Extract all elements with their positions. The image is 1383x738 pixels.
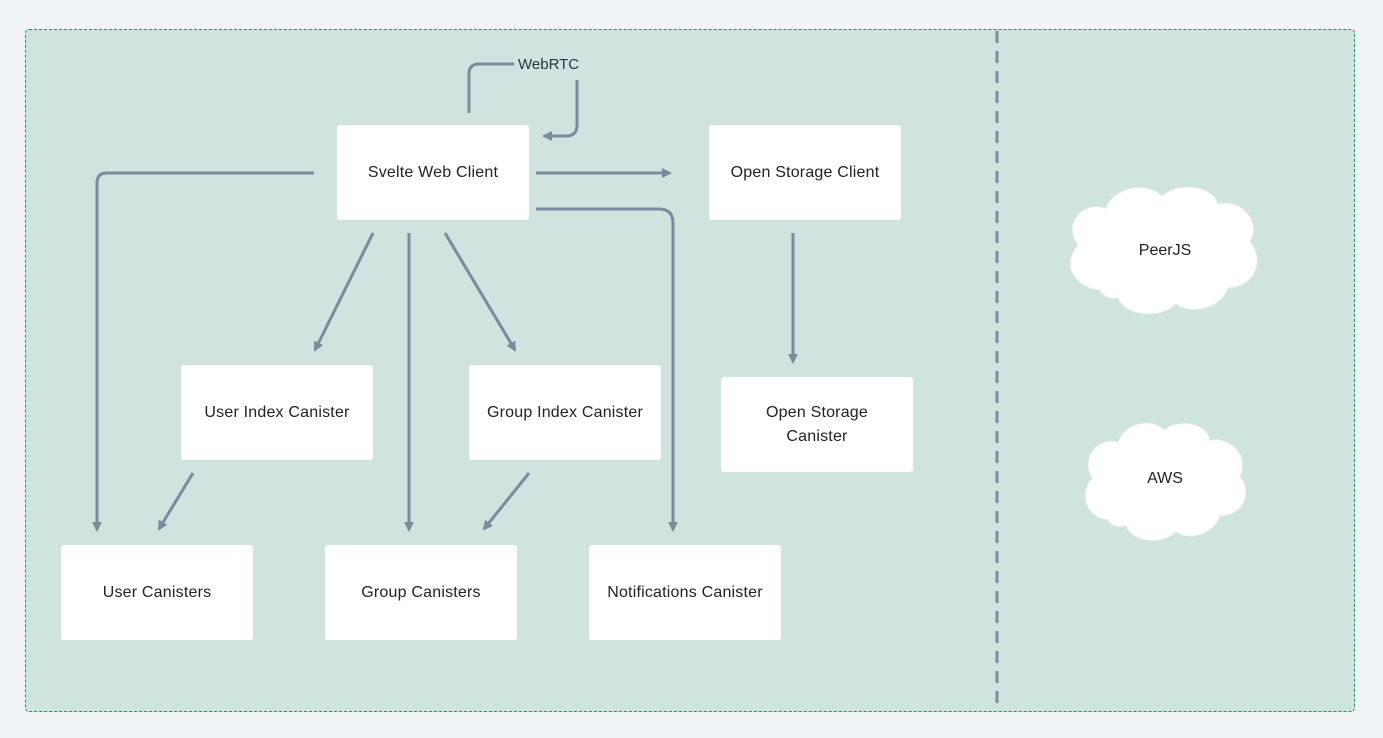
svelte-web-client-node: Svelte Web Client bbox=[337, 125, 529, 220]
arrow-user-index-to-user-canisters bbox=[157, 472, 195, 531]
user-index-canister-label: User Index Canister bbox=[204, 403, 350, 421]
arrow-svelte-to-notifications-canister bbox=[536, 207, 678, 532]
webrtc-label: WebRTC bbox=[516, 56, 582, 73]
notifications-canister-node: Notifications Canister bbox=[589, 545, 781, 640]
open-storage-client-label: Open Storage Client bbox=[730, 163, 880, 181]
aws-cloud-shape bbox=[1084, 422, 1247, 542]
peerjs-cloud-shape bbox=[1069, 186, 1258, 315]
user-canisters-node: User Canisters bbox=[61, 545, 253, 640]
aws-label: AWS bbox=[1147, 470, 1183, 487]
arrow-svelte-to-group-index bbox=[443, 232, 517, 352]
webrtc-loop-arrow bbox=[467, 62, 514, 113]
user-index-canister-node: User Index Canister bbox=[181, 365, 373, 460]
open-storage-canister-node: Open Storage Canister bbox=[721, 377, 913, 472]
group-canisters-label: Group Canisters bbox=[361, 583, 481, 601]
group-canisters-node: Group Canisters bbox=[325, 545, 517, 640]
group-index-canister-node: Group Index Canister bbox=[469, 365, 661, 460]
arrow-svelte-to-user-index bbox=[313, 232, 375, 352]
group-index-canister-label: Group Index Canister bbox=[486, 403, 644, 421]
arrow-svelte-to-user-canisters bbox=[92, 171, 314, 532]
svelte-web-client-label: Svelte Web Client bbox=[367, 163, 499, 181]
webrtc-return-arrow bbox=[542, 80, 579, 141]
arrow-group-index-to-group-canisters bbox=[482, 472, 531, 531]
open-storage-client-node: Open Storage Client bbox=[709, 125, 901, 220]
peerjs-label: PeerJS bbox=[1138, 242, 1192, 259]
notifications-canister-label: Notifications Canister bbox=[607, 583, 763, 601]
user-canisters-label: User Canisters bbox=[102, 583, 212, 601]
open-storage-canister-label: Open Storage Canister bbox=[765, 403, 869, 445]
